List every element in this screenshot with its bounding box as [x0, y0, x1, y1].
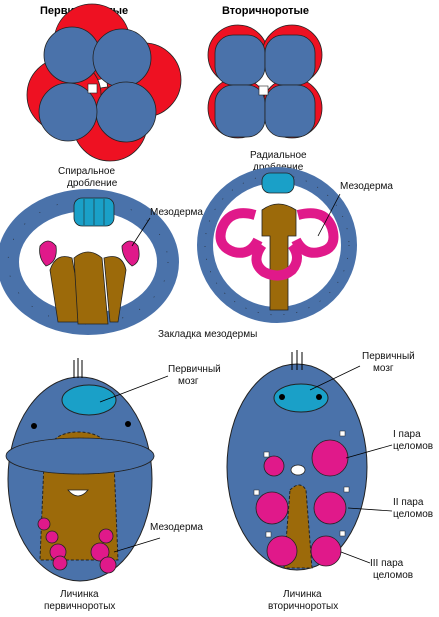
deut-larva-caption-2: вторичноротых [268, 601, 338, 612]
deuterostome-larva [226, 350, 368, 571]
mesoderm-formation-caption: Закладка мезодермы [158, 329, 257, 340]
coelom-2-label-2: целомов [393, 509, 433, 520]
protostome-gastrula [0, 189, 179, 335]
header-deuterostomes: Вторичноротые [222, 5, 309, 17]
spiral-cleavage-label-1: Спиральное [58, 166, 115, 177]
coelom-3-label-2: целомов [373, 570, 413, 581]
proto-larva-caption-2: первичноротых [44, 601, 115, 612]
radial-cleavage-label-1: Радиальное [250, 150, 307, 161]
gastrula-mesoderm-right-label: Мезодерма [340, 181, 393, 192]
coelom-2-label-1: II пара [393, 497, 424, 508]
protostome-larva [5, 358, 155, 582]
proto-brain-label-2: мозг [178, 376, 199, 387]
coelom-1-label-1: I пара [393, 429, 421, 440]
proto-brain-label-1: Первичный [168, 364, 221, 375]
radial-cleavage-embryo [207, 24, 323, 139]
gastrula-mesoderm-left-label: Мезодерма [150, 207, 203, 218]
deut-larva-caption-1: Личинка [283, 589, 322, 600]
deut-brain-label-2: мозг [373, 363, 394, 374]
proto-mesoderm-label: Мезодерма [150, 522, 203, 533]
deuterostome-gastrula [197, 167, 357, 323]
coelom-1-label-2: целомов [393, 441, 433, 452]
spiral-cleavage-label-2: дробление [67, 177, 118, 189]
deut-brain-label-1: Первичный [362, 351, 415, 362]
coelom-3-label-1: III пара [370, 558, 404, 569]
spiral-cleavage-embryo [26, 3, 182, 162]
proto-larva-caption-1: Личинка [60, 589, 99, 600]
